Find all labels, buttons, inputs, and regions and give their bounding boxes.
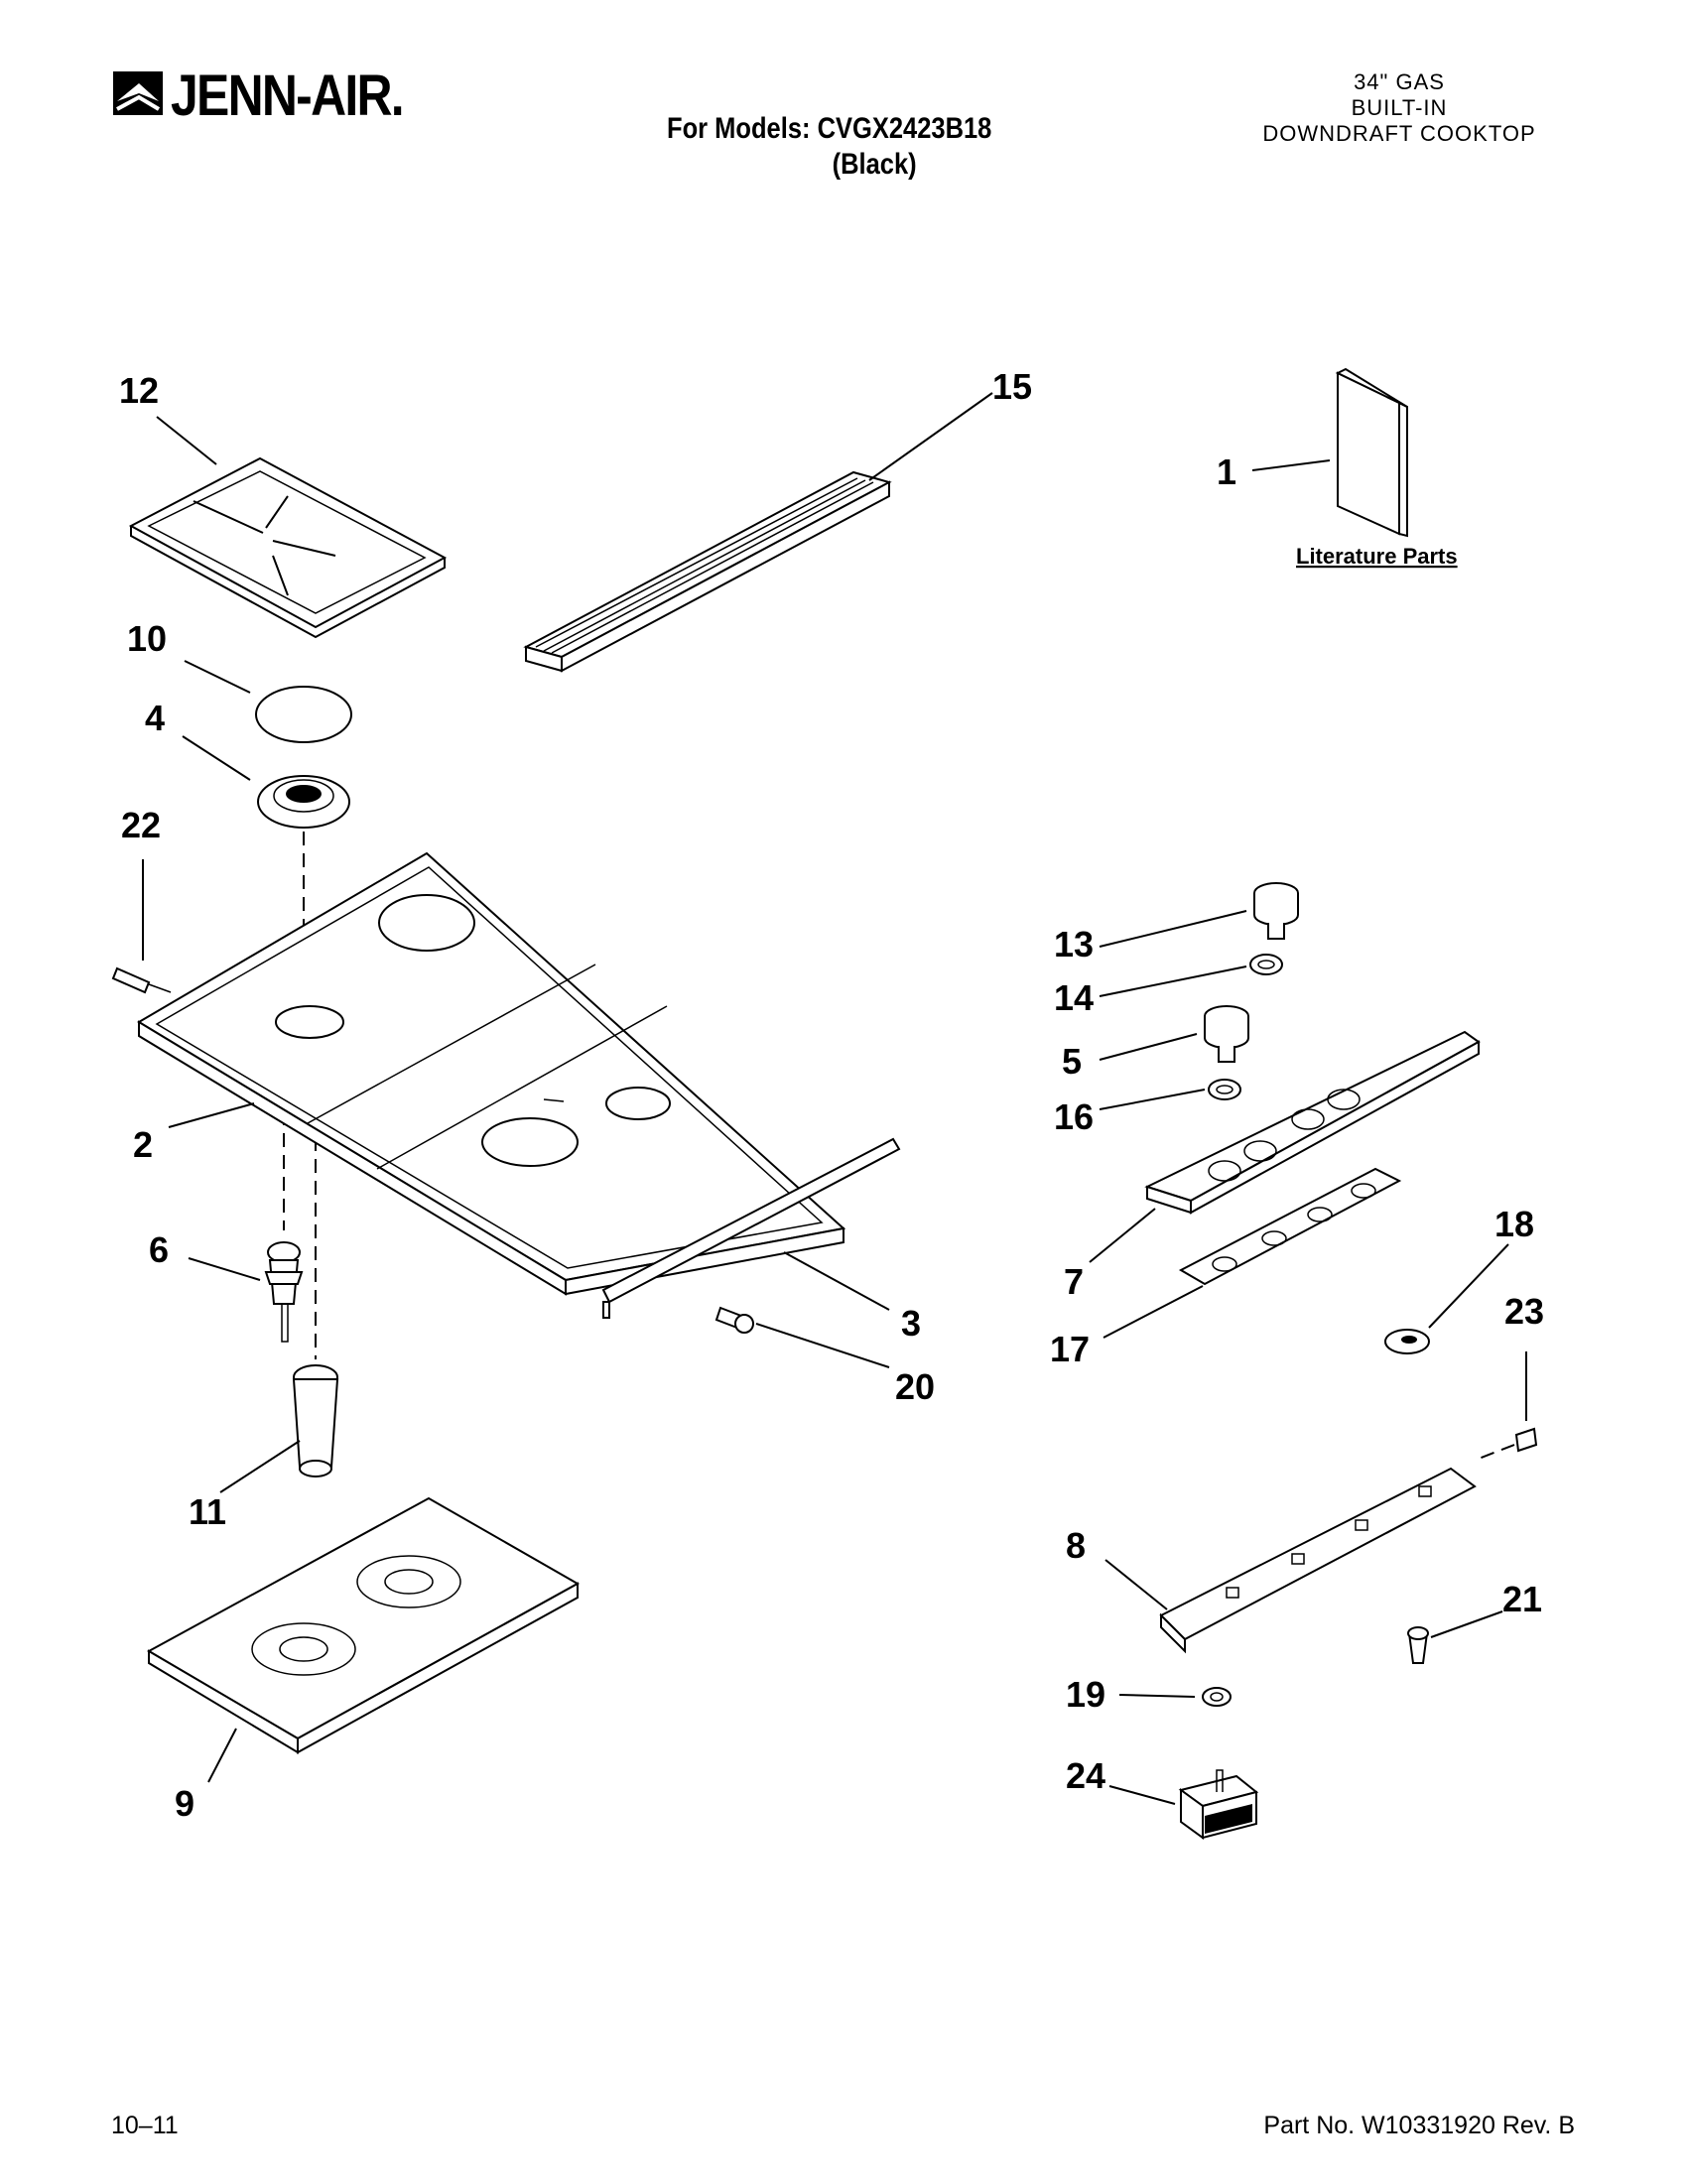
callout-23: 23 xyxy=(1504,1291,1544,1332)
part-gasket xyxy=(1178,1167,1402,1286)
leader-16 xyxy=(1099,1089,1206,1110)
leader-5 xyxy=(1099,1033,1198,1061)
leader-8 xyxy=(1104,1559,1168,1610)
callout-3: 3 xyxy=(901,1303,921,1344)
part-control-panel xyxy=(1144,1030,1481,1215)
callout-13: 13 xyxy=(1054,924,1094,964)
leader-10 xyxy=(184,660,251,694)
leader-14 xyxy=(1099,965,1247,997)
leader-12 xyxy=(156,416,217,465)
leader-6 xyxy=(188,1257,261,1281)
part-screw-20 xyxy=(714,1306,754,1334)
model-info: For Models: CVGX2423B18 (Black) xyxy=(667,111,991,183)
leader-3 xyxy=(783,1251,890,1311)
callout-leaders xyxy=(142,392,1527,1805)
leader-18 xyxy=(1428,1243,1509,1329)
leader-13 xyxy=(1099,910,1247,948)
part-burner-base xyxy=(257,775,350,829)
callout-18: 18 xyxy=(1494,1204,1534,1244)
callout-22: 22 xyxy=(121,805,161,845)
part-grille xyxy=(523,470,892,673)
leader-9 xyxy=(207,1728,237,1783)
callout-2: 2 xyxy=(133,1124,153,1165)
callout-4: 4 xyxy=(145,698,165,738)
callout-24: 24 xyxy=(1066,1755,1105,1796)
brand-name: JENN-AIR. xyxy=(171,64,405,128)
callout-19: 19 xyxy=(1066,1674,1105,1715)
leader-20 xyxy=(755,1323,890,1368)
part-grate xyxy=(128,456,448,639)
callout-16: 16 xyxy=(1054,1096,1094,1137)
part-electric-element xyxy=(146,1496,581,1754)
callout-20: 20 xyxy=(895,1366,935,1407)
part-igniter-18 xyxy=(1384,1329,1430,1354)
part-burner-cap xyxy=(255,686,352,743)
callout-11: 11 xyxy=(189,1491,226,1532)
part-screw-23 xyxy=(1478,1427,1538,1460)
leader-4 xyxy=(182,735,251,781)
product-line-1: 34" GAS xyxy=(1354,69,1445,94)
part-switch-bracket xyxy=(1159,1467,1477,1654)
callout-5: 5 xyxy=(1062,1041,1082,1082)
part-rail xyxy=(601,1137,901,1319)
callout-14: 14 xyxy=(1054,977,1094,1018)
leader-24 xyxy=(1108,1785,1176,1805)
leader-15 xyxy=(868,392,993,481)
part-switch-24 xyxy=(1178,1769,1259,1840)
part-orifice xyxy=(264,1241,304,1343)
product-description: 34" GAS BUILT-IN DOWNDRAFT COOKTOP xyxy=(1221,69,1578,147)
callout-8: 8 xyxy=(1066,1525,1086,1566)
callout-10: 10 xyxy=(127,618,167,659)
part-knob-5 xyxy=(1204,1005,1249,1063)
leader-1 xyxy=(1251,459,1331,471)
leader-11 xyxy=(219,1440,301,1493)
part-bezel-14 xyxy=(1249,954,1283,975)
product-line-2: BUILT-IN xyxy=(1351,95,1448,120)
part-knob-13 xyxy=(1253,882,1299,940)
leader-7 xyxy=(1089,1208,1156,1263)
callout-9: 9 xyxy=(175,1783,195,1824)
part-screw-21 xyxy=(1407,1626,1429,1664)
revision-date: 10–11 xyxy=(111,2112,179,2139)
model-color: (Black) xyxy=(832,148,917,181)
callout-15: 15 xyxy=(992,366,1032,407)
part-bezel-16 xyxy=(1208,1079,1241,1100)
product-line-3: DOWNDRAFT COOKTOP xyxy=(1262,121,1536,146)
brand-logo: JENN-AIR. xyxy=(111,62,458,131)
part-number: Part No. W10331920 Rev. B xyxy=(1263,2112,1575,2139)
callout-1: 1 xyxy=(1217,451,1236,492)
part-nut-19 xyxy=(1202,1687,1232,1707)
jenn-air-mark-icon xyxy=(113,71,163,115)
part-literature xyxy=(1335,367,1408,538)
leader-19 xyxy=(1118,1694,1196,1698)
leader-21 xyxy=(1430,1610,1503,1638)
callout-17: 17 xyxy=(1050,1329,1090,1369)
callout-12: 12 xyxy=(119,370,159,411)
part-screw-22 xyxy=(111,966,172,994)
literature-label: Literature Parts xyxy=(1296,544,1458,569)
leader-2 xyxy=(168,1102,255,1128)
callout-21: 21 xyxy=(1502,1579,1542,1619)
callout-7: 7 xyxy=(1064,1261,1084,1302)
model-number: For Models: CVGX2423B18 xyxy=(667,112,992,145)
part-venturi xyxy=(292,1364,339,1477)
callout-6: 6 xyxy=(149,1229,169,1270)
leader-17 xyxy=(1103,1285,1204,1339)
